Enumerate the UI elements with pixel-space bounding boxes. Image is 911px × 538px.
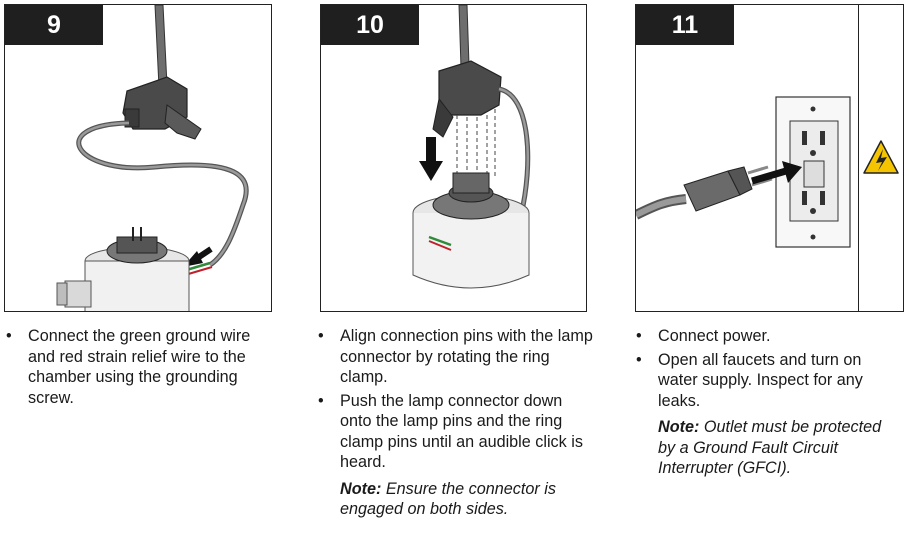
list-item: Push the lamp connector down onto the la… (318, 391, 593, 473)
warning-side-panel (858, 4, 904, 312)
step-10-panel: 10 (320, 4, 587, 312)
instruction-list: Connect the green ground wire and red st… (6, 326, 271, 408)
step-11-instructions: Connect power. Open all faucets and turn… (636, 326, 898, 479)
step-9-illustration (56, 5, 249, 311)
electrical-hazard-warning-icon (863, 140, 899, 174)
note: Note: Outlet must be protected by a Grou… (636, 417, 898, 479)
step-9-panel: 9 (4, 4, 272, 312)
list-item: Connect the green ground wire and red st… (6, 326, 271, 408)
step-number-badge: 9 (5, 5, 103, 45)
list-item: Align connection pins with the lamp conn… (318, 326, 593, 388)
step-number-badge: 10 (321, 5, 419, 45)
step-11-panel: 11 (635, 4, 859, 312)
list-item: Open all faucets and turn on water suppl… (636, 350, 898, 412)
step-11-illustration (636, 96, 851, 248)
note-label: Note: (658, 418, 700, 436)
step-9-instructions: Connect the green ground wire and red st… (6, 326, 271, 411)
list-item: Connect power. (636, 326, 898, 347)
instruction-list: Connect power. Open all faucets and turn… (636, 326, 898, 411)
step-number-badge: 11 (636, 5, 734, 45)
note-label: Note: (340, 479, 382, 498)
instruction-list: Align connection pins with the lamp conn… (318, 326, 593, 473)
step-10-illustration (412, 5, 531, 289)
note: Note: Ensure the connector is engaged on… (318, 479, 593, 520)
note-text: Outlet must be protected by a Ground Fau… (658, 418, 882, 477)
note-text: Ensure the connector is engaged on both … (340, 479, 556, 519)
step-10-instructions: Align connection pins with the lamp conn… (318, 326, 593, 520)
